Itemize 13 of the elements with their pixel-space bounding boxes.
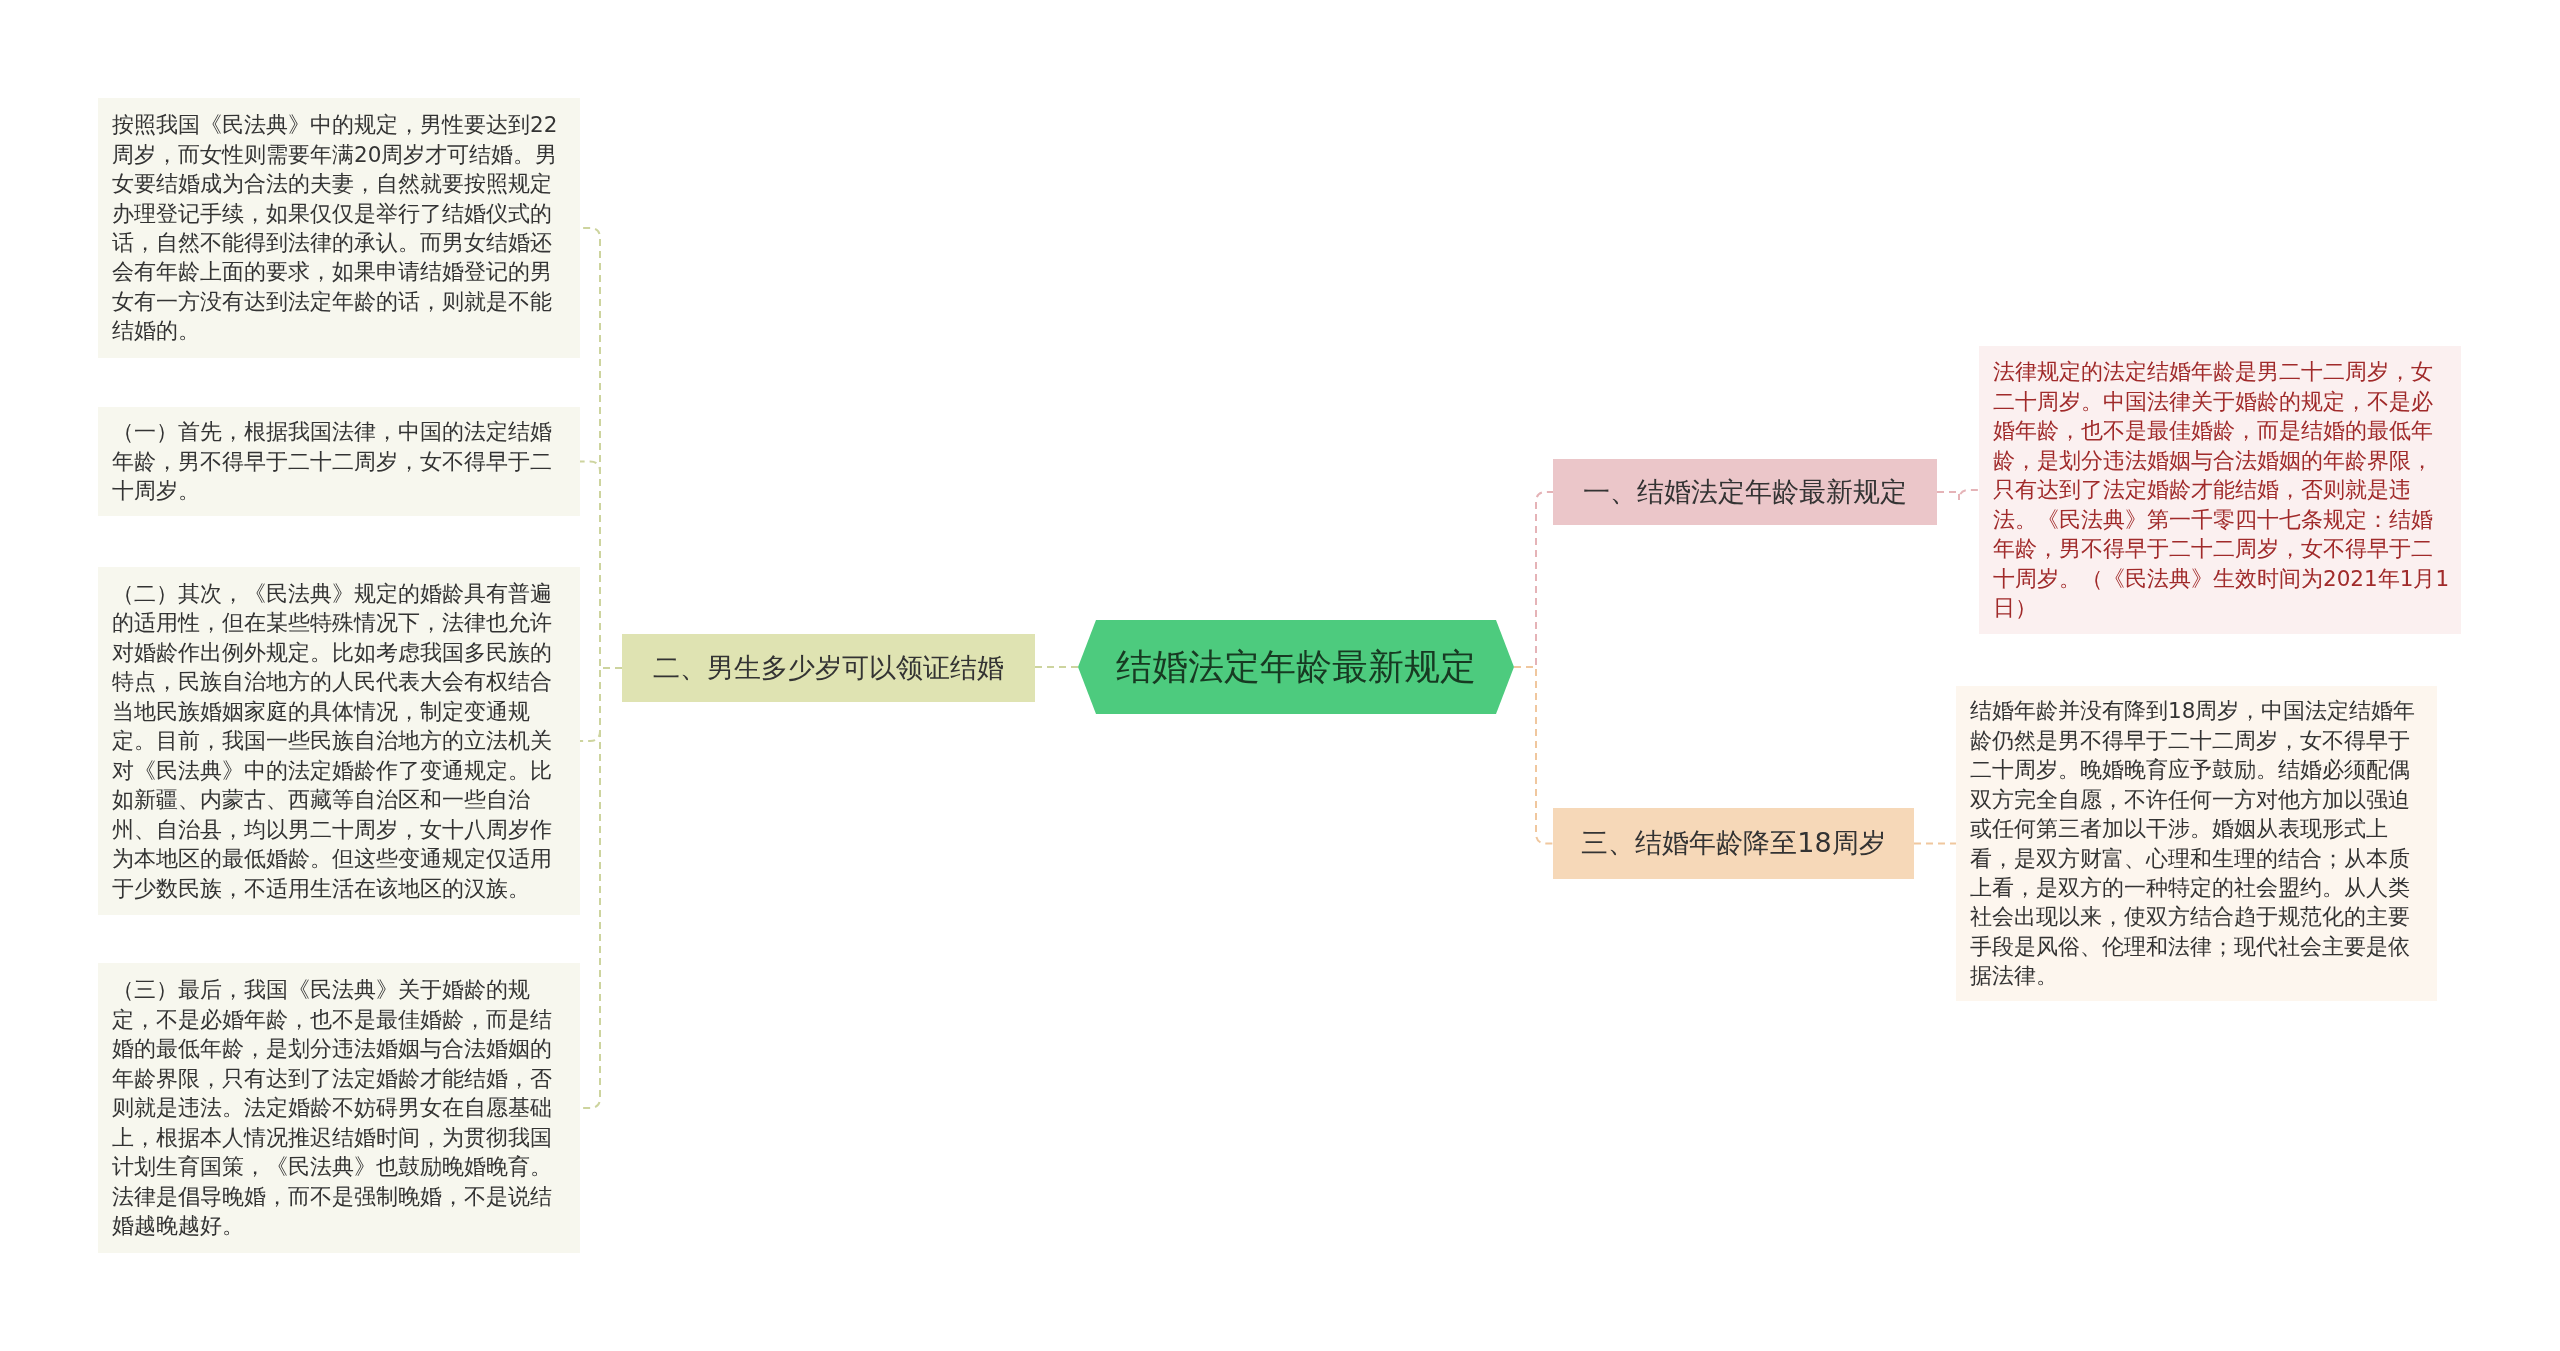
text-card: 按照我国《民法典》中的规定，男性要达到22周岁，而女性则需要年满20周岁才可结婚。男女要结婚成为合法的夫妻，自然就要按照规定办理登记手续，如果仅仅是举行了结婚仪式的话，自然不能得到法律的承认。而男女结婚还会有年龄上面的要求，如果申请结婚登记的男女有一方没有达到法定年龄的话，则就是不能结婚的。: [98, 98, 580, 358]
text-card: （三）最后，我国《民法典》关于婚龄的规定，不是必婚年龄，也不是最佳婚龄，而是结婚的最低年龄，是划分违法婚姻与合法婚姻的年龄界限，只有达到了法定婚龄才能结婚，否则就是违法。法定婚龄不妨碍男女在自愿基础上，根据本人情况推迟结婚时间，为贯彻我国计划生育国策，《民法典》也鼓励晚婚晚育。法律是倡导晚婚，而不是强制晚婚，不是说结婚越晚越好。: [98, 963, 580, 1253]
topic-box: 一、结婚法定年龄最新规定: [1553, 459, 1937, 525]
topic-box: 二、男生多少岁可以领证结婚: [622, 634, 1035, 702]
topic-hexagon: 结婚法定年龄最新规定: [1078, 620, 1514, 714]
text-card: 法律规定的法定结婚年龄是男二十二周岁，女二十周岁。中国法律关于婚龄的规定，不是必婚年龄，也不是最佳婚龄，而是结婚的最低年龄，是划分违法婚姻与合法婚姻的年龄界限，只有达到了法定婚龄才能结婚，否则就是违法。《民法典》第一千零四十七条规定：结婚年龄，男不得早于二十二周岁，女不得早于二十周岁。（《民法典》生效时间为2021年1月1日）: [1979, 346, 2461, 634]
text-card: （一）首先，根据我国法律，中国的法定结婚年龄，男不得早于二十二周岁，女不得早于二十周岁。: [98, 407, 580, 516]
connector-line: [1034, 666, 1079, 668]
text-card: （二）其次，《民法典》规定的婚龄具有普遍的适用性，但在某些特殊情况下，法律也允许对婚龄作出例外规定。比如考虑我国多民族的特点，民族自治地方的人民代表大会有权结合当地民族婚姻家庭的具体情况，制定变通规定。目前，我国一些民族自治地方的立法机关对《民法典》中的法定婚龄作了变通规定。比如新疆、内蒙古、西藏等自治区和一些自治州、自治县，均以男二十周岁，女十八周岁作为本地区的最低婚龄。但这些变通规定仅适用于少数民族，不适用生活在该地区的汉族。: [98, 567, 580, 915]
topic-box: 三、结婚年龄降至18周岁: [1553, 808, 1914, 879]
text-card: 结婚年龄并没有降到18周岁，中国法定结婚年龄仍然是男不得早于二十二周岁，女不得早于二十周岁。晚婚晚育应予鼓励。结婚必须配偶双方完全自愿，不许任何一方对他方加以强迫或任何第三者加以干涉。婚姻从表现形式上看，是双方财富、心理和生理的结合；从本质上看，是双方的一种特定的社会盟约。从人类社会出现以来，使双方结合趋于规范化的主要手段是风俗、伦理和法律；现代社会主要是依据法律。: [1956, 686, 2437, 1001]
connector-line: [1913, 842, 1957, 845]
connector-line: [1936, 489, 1980, 501]
